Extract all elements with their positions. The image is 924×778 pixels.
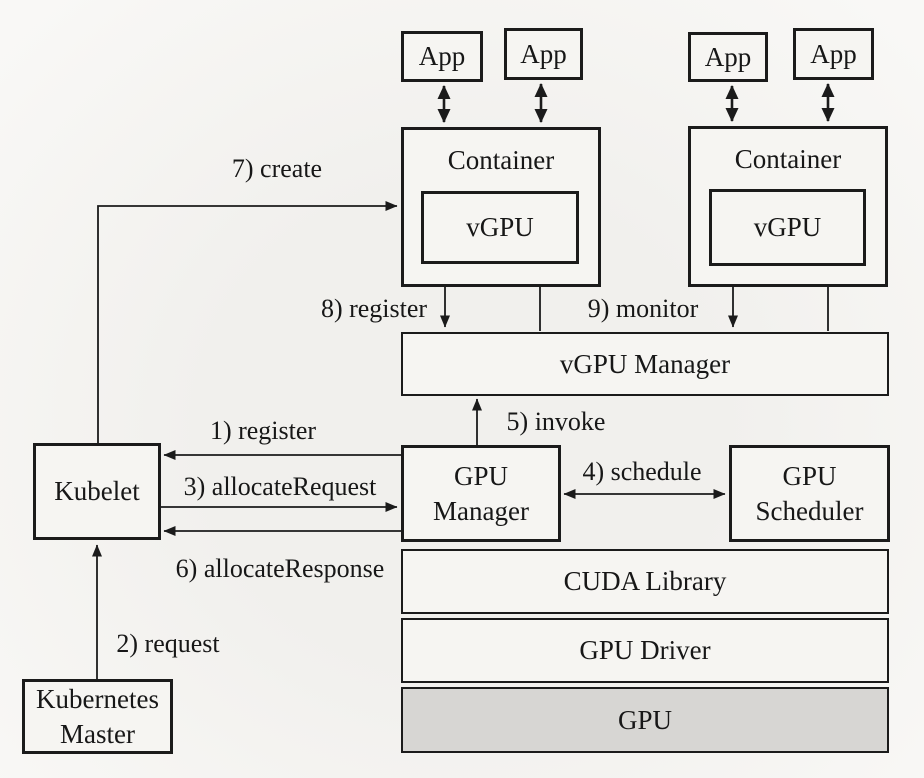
- node-gpu-scheduler: GPU Scheduler: [729, 445, 890, 542]
- node-vgpu-manager: vGPU Manager: [401, 332, 889, 396]
- node-cuda-library-label: CUDA Library: [563, 566, 727, 597]
- node-gpu-manager-label: GPU Manager: [433, 460, 529, 526]
- edge-label-8-register: 8) register: [320, 294, 428, 323]
- node-vgpu-right-label: vGPU: [753, 212, 822, 243]
- node-cuda-library: CUDA Library: [401, 549, 889, 614]
- node-vgpu-left-label: vGPU: [466, 212, 534, 243]
- edge-7-create-arrow: [97, 201, 398, 443]
- node-container-left-label: Container: [447, 145, 555, 175]
- edge-label-6-allocate-response: 6) allocateResponse: [175, 554, 385, 583]
- node-gpu-scheduler-label: GPU Scheduler: [755, 460, 864, 526]
- node-app-left-2-label: App: [520, 38, 567, 69]
- edge-label-3-allocate-request: 3) allocateRequest: [183, 472, 377, 501]
- node-container-right-label: Container: [734, 144, 842, 174]
- node-gpu-label: GPU: [617, 704, 672, 735]
- node-app-right-1: App: [688, 32, 768, 82]
- node-app-left-2: App: [504, 28, 583, 80]
- node-app-right-2-label: App: [810, 38, 857, 69]
- edge-label-7-create: 7) create: [231, 154, 323, 183]
- edge-label-9-monitor: 9) monitor: [587, 294, 699, 323]
- node-vgpu-left: vGPU: [421, 191, 579, 264]
- node-kubelet: Kubelet: [33, 443, 161, 540]
- node-kubernetes-master: Kubernetes Master: [22, 679, 173, 754]
- node-kubelet-label: Kubelet: [54, 476, 140, 507]
- node-gpu: GPU: [401, 687, 889, 753]
- node-gpu-driver: GPU Driver: [401, 618, 889, 683]
- node-app-right-2: App: [793, 28, 874, 80]
- edge-label-5-invoke: 5) invoke: [506, 407, 606, 436]
- node-kubernetes-master-label: Kubernetes Master: [36, 683, 159, 749]
- node-gpu-manager: GPU Manager: [401, 445, 561, 542]
- edge-label-4-schedule: 4) schedule: [582, 457, 702, 486]
- edge-label-1-register: 1) register: [209, 416, 317, 445]
- node-vgpu-manager-label: vGPU Manager: [559, 348, 731, 379]
- edge-label-2-request: 2) request: [116, 629, 220, 658]
- node-gpu-driver-label: GPU Driver: [579, 635, 711, 666]
- node-app-left-1-label: App: [418, 41, 466, 72]
- node-app-left-1: App: [401, 31, 483, 82]
- node-vgpu-right: vGPU: [709, 189, 866, 266]
- node-app-right-1-label: App: [704, 41, 752, 72]
